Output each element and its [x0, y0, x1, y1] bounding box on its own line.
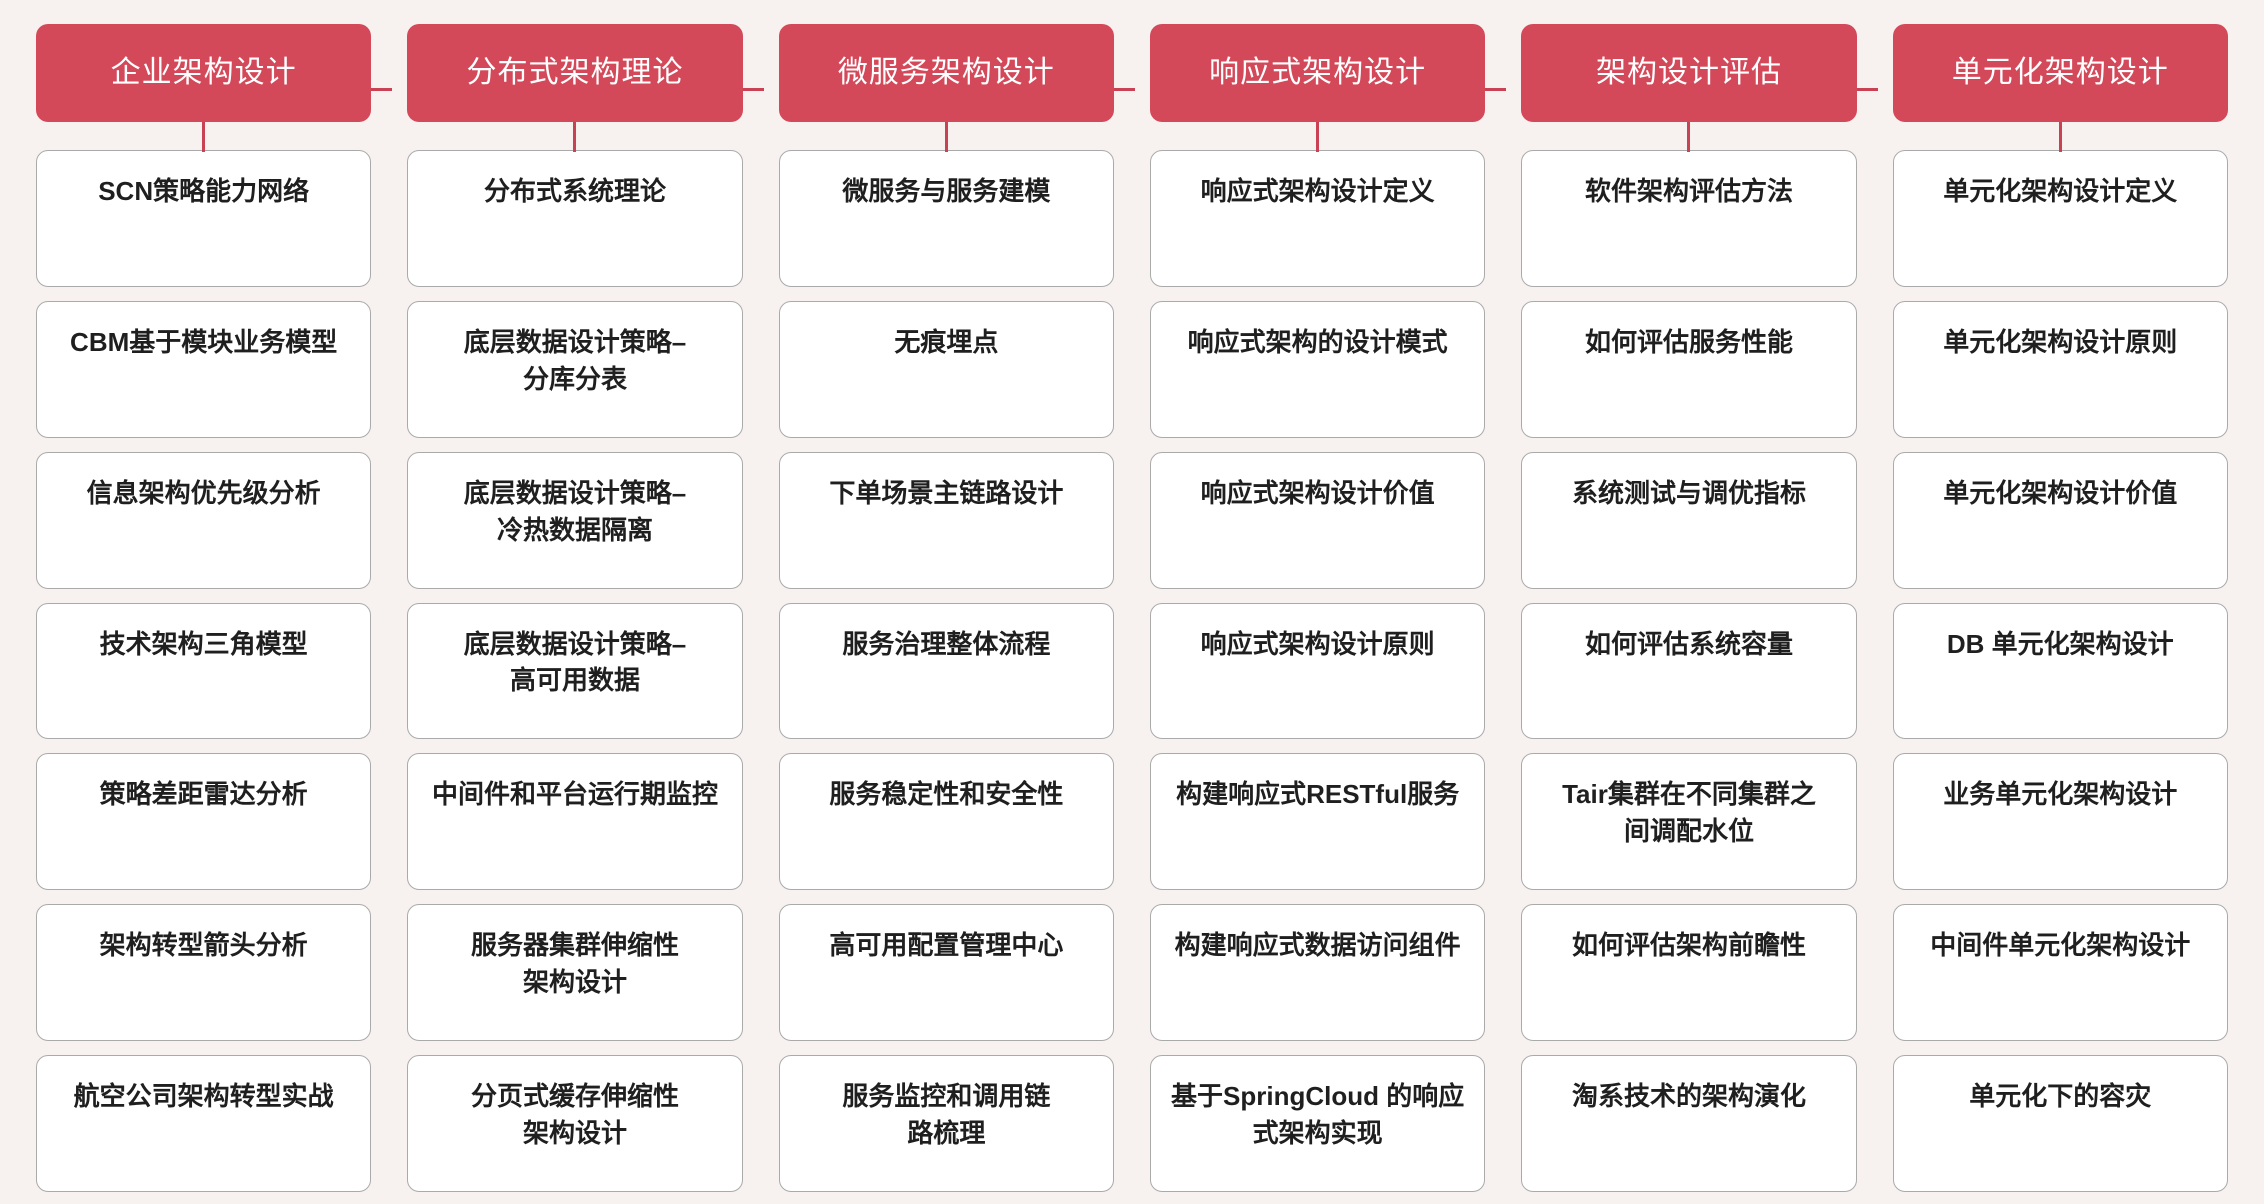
node-card[interactable]: 服务稳定性和安全性 [778, 753, 1114, 891]
node-column-3: 微服务与服务建模 无痕埋点 下单场景主链路设计 服务治理整体流程 服务稳定性和安… [761, 150, 1132, 1193]
node-card[interactable]: 无痕埋点 [778, 300, 1114, 438]
node-card[interactable]: 单元化架构设计价值 [1892, 451, 2228, 589]
node-card[interactable]: 业务单元化架构设计 [1892, 753, 2228, 891]
node-card[interactable]: 如何评估系统容量 [1521, 602, 1857, 740]
node-card[interactable]: 技术架构三角模型 [36, 602, 372, 740]
node-card[interactable]: 航空公司架构转型实战 [36, 1055, 372, 1193]
header-column-3: 微服务架构设计 [761, 24, 1135, 152]
connector-line-horizontal-3 [1092, 88, 1135, 91]
node-card[interactable]: Tair集群在不同集群之 间调配水位 [1521, 753, 1857, 891]
node-card[interactable]: CBM基于模块业务模型 [36, 300, 372, 438]
header-card-microservices[interactable]: 微服务架构设计 [778, 24, 1114, 122]
node-card[interactable]: 系统测试与调优指标 [1521, 451, 1857, 589]
node-column-1: SCN策略能力网络 CBM基于模块业务模型 信息架构优先级分析 技术架构三角模型… [18, 150, 389, 1193]
node-column-2: 分布式系统理论 底层数据设计策略– 分库分表 底层数据设计策略– 冷热数据隔离 … [389, 150, 760, 1193]
node-card[interactable]: 服务监控和调用链 路梳理 [778, 1055, 1114, 1193]
connector-line-vertical-3 [944, 118, 948, 152]
header-column-4: 响应式架构设计 [1132, 24, 1507, 152]
node-card[interactable]: 底层数据设计策略– 冷热数据隔离 [407, 451, 743, 589]
header-column-1: 企业架构设计 [18, 24, 393, 152]
node-card[interactable]: 软件架构评估方法 [1521, 150, 1857, 287]
header-card-distributed-theory[interactable]: 分布式架构理论 [407, 24, 743, 122]
connector-line-vertical-5 [1687, 118, 1691, 152]
node-card[interactable]: 底层数据设计策略– 高可用数据 [407, 602, 743, 740]
node-card[interactable]: 下单场景主链路设计 [778, 451, 1114, 589]
node-card[interactable]: 服务治理整体流程 [778, 602, 1114, 740]
header-card-evaluation[interactable]: 架构设计评估 [1521, 24, 1857, 122]
node-card[interactable]: 基于SpringCloud 的响应 式架构实现 [1149, 1055, 1486, 1193]
header-card-enterprise-architecture[interactable]: 企业架构设计 [36, 24, 372, 122]
node-card[interactable]: 单元化下的容灾 [1892, 1055, 2228, 1193]
node-card[interactable]: 分布式系统理论 [407, 150, 743, 287]
connector-line-vertical-2 [573, 118, 577, 152]
node-card[interactable]: 中间件单元化架构设计 [1892, 904, 2228, 1042]
node-card[interactable]: 信息架构优先级分析 [36, 451, 372, 589]
node-card[interactable]: 响应式架构设计原则 [1149, 602, 1486, 740]
node-card[interactable]: 如何评估服务性能 [1521, 300, 1857, 438]
connector-line-horizontal-2 [721, 88, 764, 91]
node-card[interactable]: 底层数据设计策略– 分库分表 [407, 300, 743, 438]
node-card[interactable]: 响应式架构设计定义 [1149, 150, 1486, 287]
header-column-6: 单元化架构设计 [1875, 24, 2246, 152]
node-column-5: 软件架构评估方法 如何评估服务性能 系统测试与调优指标 如何评估系统容量 Tai… [1503, 150, 1874, 1193]
node-card[interactable]: 响应式架构设计价值 [1149, 451, 1486, 589]
node-card[interactable]: SCN策略能力网络 [36, 150, 372, 287]
node-card[interactable]: 微服务与服务建模 [778, 150, 1114, 287]
node-card[interactable]: 高可用配置管理中心 [778, 904, 1114, 1042]
connector-line-vertical-1 [202, 118, 206, 152]
connector-line-horizontal-4 [1464, 88, 1507, 91]
node-card[interactable]: 策略差距雷达分析 [36, 753, 372, 891]
connector-line-horizontal-1 [350, 88, 393, 91]
node-card[interactable]: 单元化架构设计原则 [1892, 300, 2228, 438]
node-card[interactable]: 构建响应式RESTful服务 [1149, 753, 1486, 891]
header-column-2: 分布式架构理论 [389, 24, 764, 152]
header-column-5: 架构设计评估 [1503, 24, 1878, 152]
connector-line-vertical-6 [2058, 118, 2062, 152]
node-card[interactable]: 服务器集群伸缩性 架构设计 [407, 904, 743, 1042]
node-card[interactable]: 响应式架构的设计模式 [1149, 300, 1486, 438]
node-column-6: 单元化架构设计定义 单元化架构设计原则 单元化架构设计价值 DB 单元化架构设计… [1875, 150, 2246, 1193]
header-row: 企业架构设计 分布式架构理论 微服务架构设计 响应式架构设计 架构设计评估 [18, 24, 2246, 152]
node-columns: SCN策略能力网络 CBM基于模块业务模型 信息架构优先级分析 技术架构三角模型… [18, 150, 2246, 1193]
header-card-reactive[interactable]: 响应式架构设计 [1149, 24, 1486, 122]
node-card[interactable]: 分页式缓存伸缩性 架构设计 [407, 1055, 743, 1193]
header-card-unitization[interactable]: 单元化架构设计 [1892, 24, 2228, 122]
node-card[interactable]: 中间件和平台运行期监控 [407, 753, 743, 891]
node-card[interactable]: 构建响应式数据访问组件 [1149, 904, 1486, 1042]
node-card[interactable]: 架构转型箭头分析 [36, 904, 372, 1042]
node-card[interactable]: 如何评估架构前瞻性 [1521, 904, 1857, 1042]
node-card[interactable]: 淘系技术的架构演化 [1521, 1055, 1857, 1193]
connector-line-vertical-4 [1316, 118, 1320, 152]
connector-line-horizontal-5 [1835, 88, 1878, 91]
node-column-4: 响应式架构设计定义 响应式架构的设计模式 响应式架构设计价值 响应式架构设计原则… [1132, 150, 1503, 1193]
node-card[interactable]: 单元化架构设计定义 [1892, 150, 2228, 287]
node-card[interactable]: DB 单元化架构设计 [1892, 602, 2228, 740]
